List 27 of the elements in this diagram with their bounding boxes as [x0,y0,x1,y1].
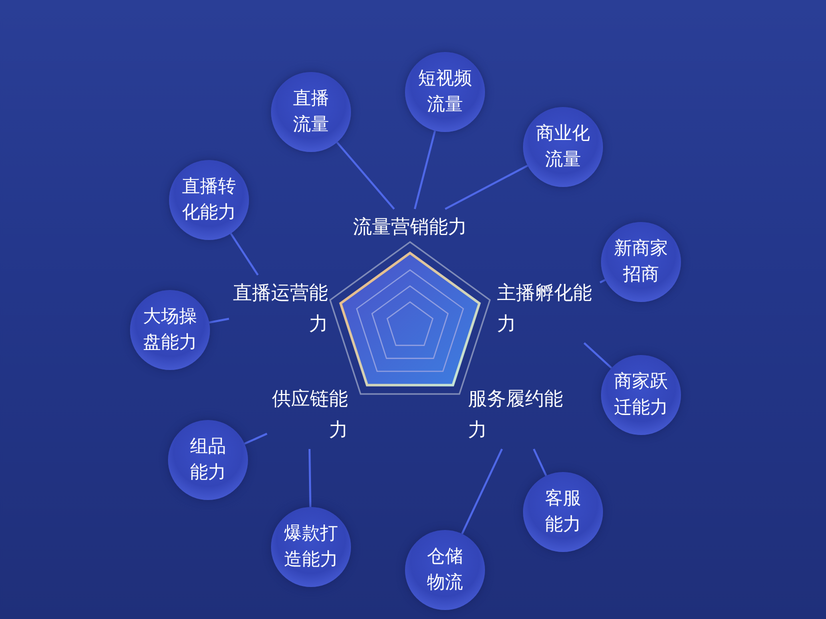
connector-line [583,342,612,369]
circle-label: 商家跃迁能力 [613,370,669,420]
axis-label: 直播运营能力 [232,278,328,340]
connector-line [209,318,230,324]
connector-line [308,448,312,508]
connector-line [532,448,548,476]
circle-label: 客服能力 [544,487,582,537]
circle-label: 大场操盘能力 [142,305,198,355]
connector-line [444,164,528,210]
connector-line [336,142,395,210]
axis-label: 服务履约能力 [468,384,568,446]
axis-label: 主播孵化能力 [497,278,597,340]
circle-label: 新商家招商 [613,237,669,287]
circle-label: 短视频流量 [417,67,473,117]
circle-label: 直播流量 [292,87,330,137]
circle-label: 组品能力 [189,435,227,485]
connector-line [600,279,606,284]
circle-label: 爆款打造能力 [283,522,339,572]
axis-label: 供应链能力 [270,384,348,446]
circle-label: 直播转化能力 [181,175,237,225]
circle-label: 商业化流量 [535,122,591,172]
circle-label: 仓储物流 [426,545,464,595]
connector-line [414,130,436,210]
connector-line [461,448,503,534]
connector-line [244,432,268,445]
connector-line [230,232,259,276]
axis-label: 流量营销能力 [340,212,480,243]
